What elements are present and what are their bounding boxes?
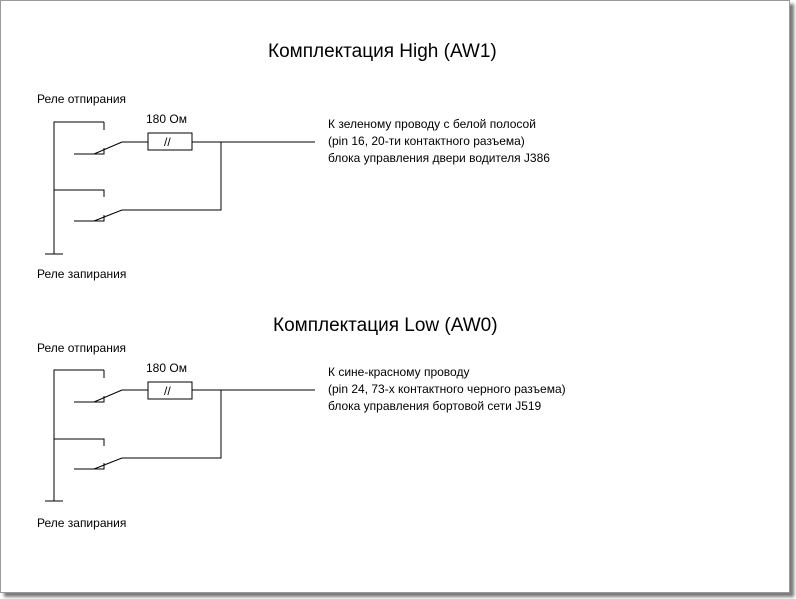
low-lock-return — [122, 390, 222, 459]
low-title: Комплектация Low (AW0) — [273, 315, 498, 336]
low-ground-bus — [53, 369, 104, 501]
high-destination-line-2: (pin 16, 20-ти контактного разъема) — [328, 134, 525, 148]
high-relay-lock-label: Реле запирания — [37, 267, 127, 281]
low-unlock-contact-bottom — [74, 396, 105, 403]
high-title: Комплектация High (AW1) — [268, 41, 497, 62]
low-lock-contact-bottom — [74, 463, 105, 470]
low-destination-line-1: К сине-красному проводу — [328, 365, 470, 379]
low-lock-switch-blade — [93, 457, 123, 470]
high-unlock-switch-blade — [93, 141, 123, 155]
low-relay-unlock-label: Реле отпирания — [37, 341, 127, 355]
high-resistor-mark: // — [164, 135, 171, 149]
high-destination-line-1: К зеленому проводу с белой полосой — [328, 117, 536, 131]
low-destination-line-3: блока управления бортовой сети J519 — [328, 399, 542, 413]
high-resistor-label: 180 Ом — [146, 112, 187, 126]
low-resistor-label: 180 Ом — [146, 361, 187, 375]
high-lock-contact-top — [54, 189, 105, 197]
high-destination-line-3: блока управления двери водителя J386 — [328, 151, 550, 165]
low-unlock-switch-blade — [93, 389, 123, 403]
low-destination-line-2: (pin 24, 73-х контактного черного разъем… — [328, 382, 566, 396]
high-unlock-contact-bottom — [74, 148, 105, 155]
low-lock-contact-top — [54, 438, 105, 446]
high-ground-bus — [53, 121, 104, 254]
low-relay-lock-label: Реле запирания — [37, 516, 127, 530]
circuit-low — [45, 369, 315, 502]
high-lock-return — [122, 142, 222, 211]
high-lock-switch-blade — [93, 209, 123, 222]
high-relay-unlock-label: Реле отпирания — [37, 92, 127, 106]
high-lock-contact-bottom — [74, 215, 105, 222]
circuit-high — [45, 121, 315, 255]
low-resistor-mark: // — [164, 384, 171, 398]
